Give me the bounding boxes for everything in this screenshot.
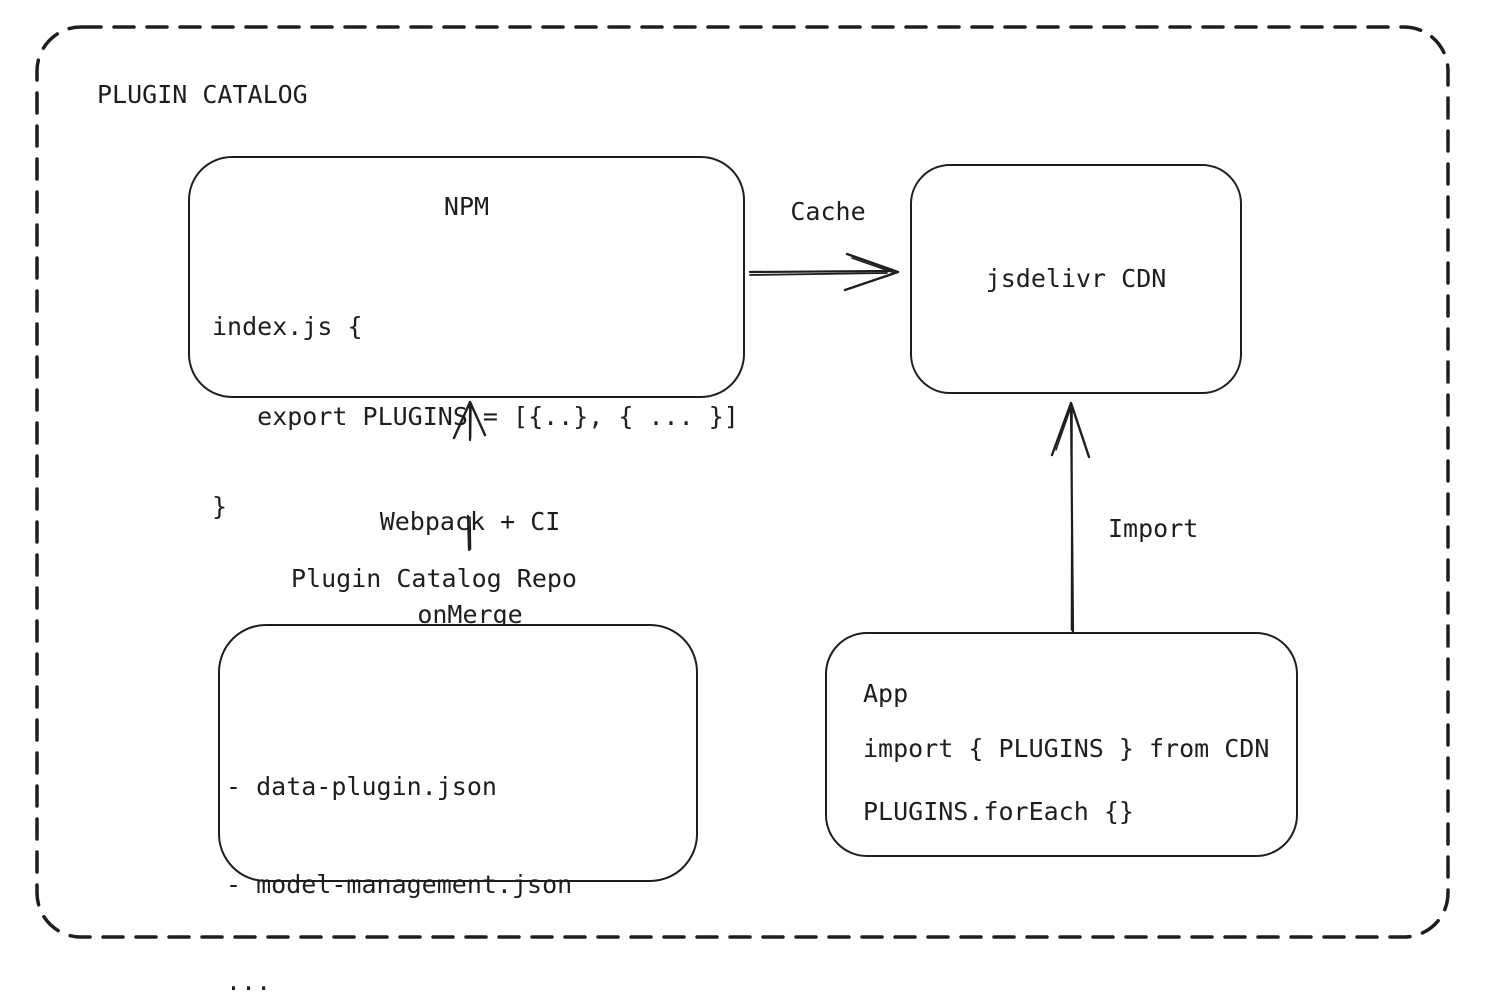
repo-label: Plugin Catalog Repo: [291, 564, 577, 593]
npm-code-line: }: [212, 492, 228, 521]
boundary-dashed-rect: [35, 25, 1450, 939]
repo-file-item: - data-plugin.json: [226, 772, 497, 801]
npm-code-line: export PLUGINS = [{..}, { ... }]: [212, 402, 739, 431]
import-arrow: [1050, 401, 1091, 635]
repo-node: - data-plugin.json - model-management.js…: [218, 624, 698, 996]
repo-file-item: ...: [226, 967, 272, 996]
app-code-line-foreach: PLUGINS.forEach {}: [863, 797, 1134, 826]
import-arrow-label: Import: [1108, 514, 1199, 543]
diagram-title: PLUGIN CATALOG: [97, 80, 308, 109]
app-node: App import { PLUGINS } from CDN PLUGINS.…: [825, 632, 1298, 857]
cdn-node-label: jsdelivr CDN: [985, 264, 1167, 293]
app-code-line-import: import { PLUGINS } from CDN: [863, 734, 1270, 763]
npm-node-title: NPM: [443, 192, 490, 221]
cdn-node: jsdelivr CDN: [910, 164, 1242, 394]
webpack-arrow: [452, 400, 487, 552]
cache-arrow: [748, 252, 900, 292]
npm-node: NPM index.js { export PLUGINS = [{..}, {…: [188, 156, 745, 521]
webpack-arrow-label-line1: Webpack + CI: [379, 507, 561, 536]
npm-code-block: index.js { export PLUGINS = [{..}, { ...…: [212, 252, 739, 582]
npm-code-line: index.js {: [212, 312, 363, 341]
repo-file-item: - model-management.json: [226, 869, 573, 899]
app-node-title: App: [863, 679, 909, 708]
repo-file-list: - data-plugin.json - model-management.js…: [226, 706, 572, 1002]
cache-arrow-label: Cache: [790, 197, 866, 226]
